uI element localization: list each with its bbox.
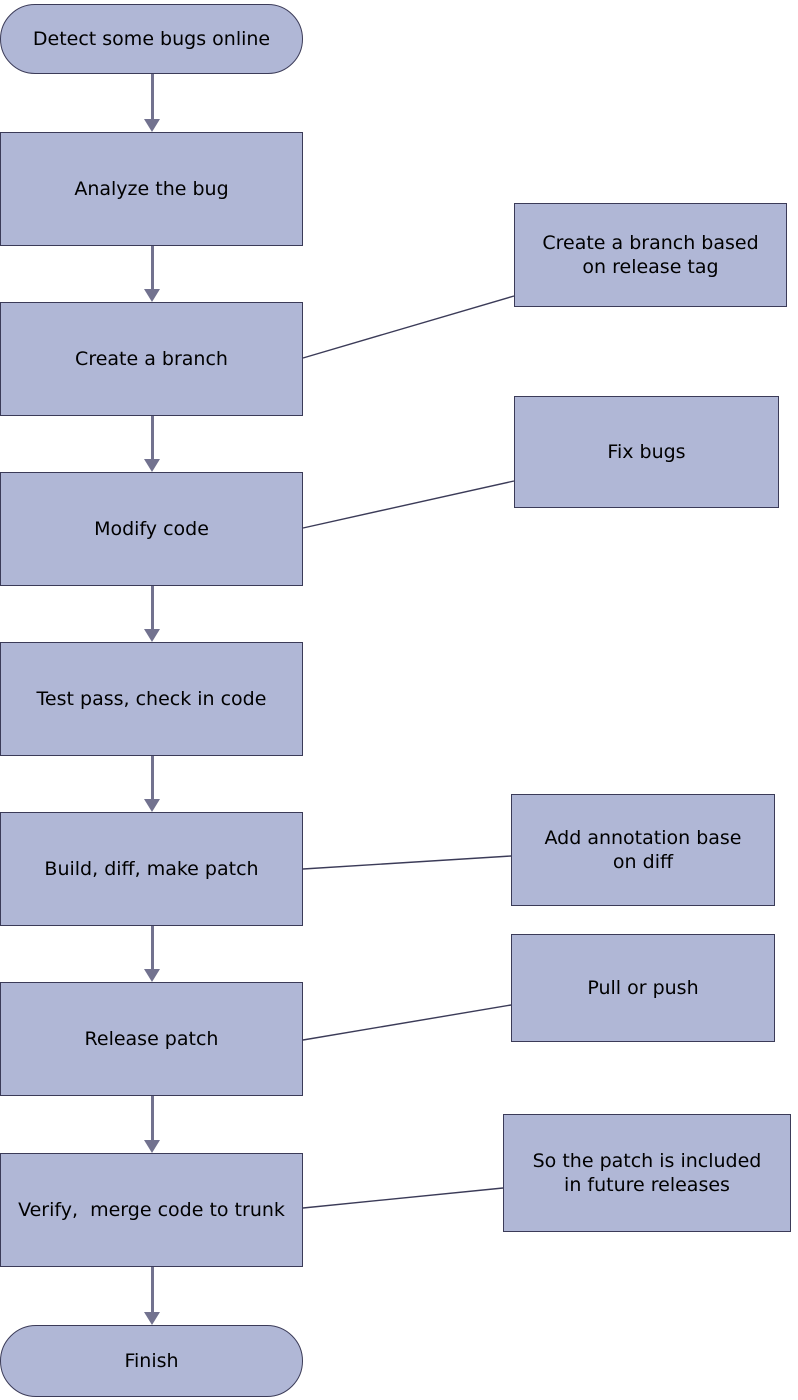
arrow-start-analyze [140, 74, 164, 132]
arrow-shaft [150, 1267, 154, 1313]
arrow-test-build [140, 756, 164, 812]
annotation-box-note-create-branch[interactable]: Create a branch based on release tag [514, 203, 787, 307]
arrow-analyze-createbranch [140, 246, 164, 302]
node-label: Verify, merge code to trunk [18, 1198, 285, 1221]
connector-modify-code-note [302, 480, 515, 529]
node-label: So the patch is included in future relea… [532, 1149, 762, 1196]
node-label: Create a branch based on release tag [542, 231, 759, 278]
node-label: Analyze the bug [74, 177, 229, 200]
node-label: Fix bugs [607, 440, 686, 463]
arrow-build-release [140, 926, 164, 982]
annotation-box-note-future-releases[interactable]: So the patch is included in future relea… [503, 1114, 791, 1232]
flow-node-finish[interactable]: Finish [0, 1325, 303, 1397]
flow-node-verify-merge[interactable]: Verify, merge code to trunk [0, 1153, 303, 1267]
arrow-shaft [150, 246, 154, 290]
node-label: Build, diff, make patch [44, 857, 259, 880]
annotation-box-note-fix-bugs[interactable]: Fix bugs [514, 396, 779, 508]
connector-verify-merge-note [302, 1187, 504, 1209]
node-label: Finish [124, 1349, 179, 1372]
arrow-head-icon [144, 799, 160, 812]
connector-build-patch-note [302, 855, 512, 870]
arrow-head-icon [144, 1312, 160, 1325]
connector-create-branch-note [302, 295, 515, 359]
arrow-shaft [150, 756, 154, 800]
flow-node-analyze[interactable]: Analyze the bug [0, 132, 303, 246]
node-label: Add annotation base on diff [544, 826, 742, 873]
arrow-head-icon [144, 459, 160, 472]
connector-release-patch-note [302, 1004, 512, 1041]
arrow-release-verify [140, 1096, 164, 1153]
arrow-head-icon [144, 289, 160, 302]
node-label: Test pass, check in code [36, 687, 267, 710]
arrow-head-icon [144, 119, 160, 132]
arrow-head-icon [144, 629, 160, 642]
arrow-verify-finish [140, 1267, 164, 1325]
arrow-modify-test [140, 586, 164, 642]
arrow-shaft [150, 926, 154, 970]
arrow-createbranch-modify [140, 416, 164, 472]
node-label: Modify code [94, 517, 209, 540]
node-label: Release patch [84, 1027, 219, 1050]
arrow-head-icon [144, 1140, 160, 1153]
flow-node-test-checkin[interactable]: Test pass, check in code [0, 642, 303, 756]
node-label: Create a branch [75, 347, 228, 370]
arrow-head-icon [144, 969, 160, 982]
flow-node-start[interactable]: Detect some bugs online [0, 4, 303, 74]
arrow-shaft [150, 416, 154, 460]
flow-node-build-diff-patch[interactable]: Build, diff, make patch [0, 812, 303, 926]
node-label: Detect some bugs online [32, 27, 271, 50]
annotation-box-note-pull-push[interactable]: Pull or push [511, 934, 775, 1042]
flow-node-release-patch[interactable]: Release patch [0, 982, 303, 1096]
node-label: Pull or push [587, 976, 699, 999]
arrow-shaft [150, 1096, 154, 1141]
flow-node-create-branch[interactable]: Create a branch [0, 302, 303, 416]
flow-node-modify-code[interactable]: Modify code [0, 472, 303, 586]
arrow-shaft [150, 586, 154, 630]
arrow-shaft [150, 74, 154, 120]
annotation-box-note-add-annotation[interactable]: Add annotation base on diff [511, 794, 775, 906]
